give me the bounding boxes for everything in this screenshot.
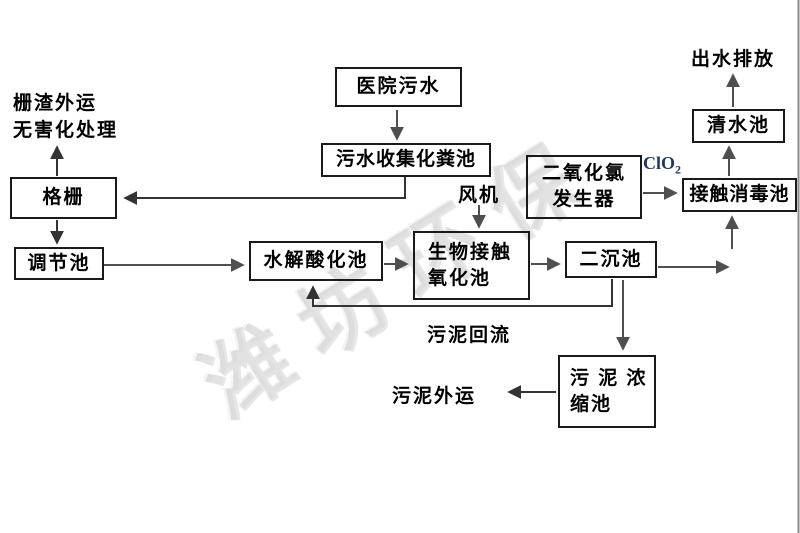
connector-sludge-return [306,279,613,307]
node-label: 格栅 [42,187,85,209]
node-regulating-tank: 调节池 [14,247,104,280]
node-hydrolysis-tank: 水解酸化池 [249,241,383,281]
node-secondary-sedimentation-tank: 二沉池 [565,241,657,278]
label-effluent-discharge: 出水排放 [691,49,776,70]
node-label-line1: 生物接触 [428,241,513,263]
node-grid-screen: 格栅 [10,177,117,219]
node-contact-disinfection-tank: 接触消毒池 [682,178,797,212]
node-label: 接触消毒池 [689,184,790,206]
node-clean-water-tank: 清水池 [692,109,785,143]
label-harmless-treatment: 无害化处理 [13,120,119,141]
label-fan: 风机 [458,185,501,206]
clo2-subscript: 2 [675,162,682,177]
node-label-line2: 缩池 [570,393,613,415]
label-sludge-out: 污泥外运 [392,386,477,407]
node-clo2-generator: 二氧化氯 发生器 [526,155,642,219]
node-sludge-thickening-tank: 污 泥 浓 缩池 [558,355,656,428]
node-label: 医院污水 [356,76,441,98]
node-bio-contact-tank: 生物接触 氧化池 [413,231,530,300]
node-label: 水解酸化池 [263,250,369,272]
clo2-text: ClO [643,153,676,173]
node-label-line1: 污 泥 浓 [570,367,648,389]
node-septic-tank: 污水收集化粪池 [321,143,491,177]
node-label-line2: 发生器 [552,189,616,210]
node-label: 污水收集化粪池 [335,149,476,171]
node-label: 二沉池 [579,248,643,270]
node-label: 清水池 [706,115,770,137]
label-sludge-return: 污泥回流 [427,325,512,346]
node-label: 调节池 [27,252,91,274]
node-label-line1: 二氧化氯 [541,163,626,185]
node-hospital-sewage: 医院污水 [335,67,462,107]
label-clo2-formula: ClO2 [643,153,681,178]
node-label-line2: 氧化池 [428,267,492,289]
connector-septic-to-grid [123,177,406,205]
label-residue-transport: 栅渣外运 [13,93,98,114]
